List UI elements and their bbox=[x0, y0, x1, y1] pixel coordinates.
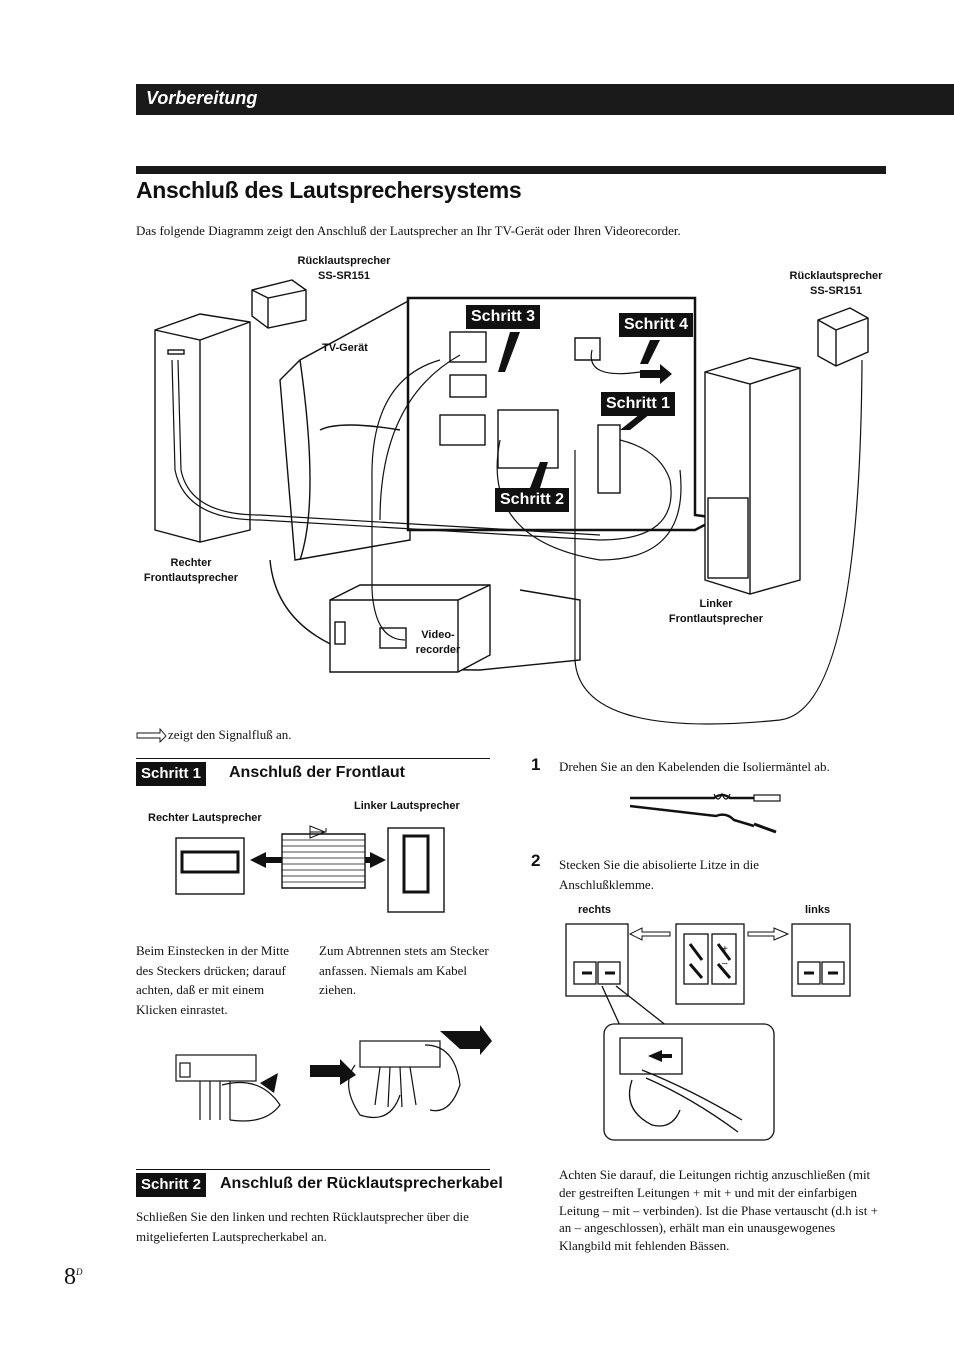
wire-strip-illustration bbox=[629, 792, 781, 834]
rear-speaker-right bbox=[817, 307, 869, 367]
rear-left-label-line1: Rücklautsprecher bbox=[297, 255, 391, 267]
rear-right-label-line1: Rücklautsprecher bbox=[789, 270, 883, 282]
plug-handling-illustration bbox=[175, 1025, 492, 1122]
signal-arrow bbox=[640, 364, 672, 384]
connection-diagram bbox=[136, 279, 869, 744]
vcr-label-line1: Video- bbox=[421, 629, 455, 641]
tag-step1: Schritt 1 bbox=[601, 392, 676, 416]
step1-text-left: Beim Einstecken in der Mitte des Stecker… bbox=[136, 943, 290, 1017]
instruction-text-2: Stecken Sie die abisolierte Litze in die… bbox=[559, 857, 759, 892]
rear-left-label: Rücklautsprecher SS-SR151 bbox=[280, 254, 408, 284]
pointer-step1 bbox=[620, 414, 650, 430]
page-number-suffix: D bbox=[76, 1267, 83, 1277]
pointer-step2 bbox=[530, 462, 548, 488]
tag-step2: Schritt 2 bbox=[495, 488, 570, 512]
vcr-label: Video- recorder bbox=[404, 628, 472, 658]
page-number: 8D bbox=[64, 1264, 83, 1291]
signal-flow-legend-icon bbox=[136, 727, 167, 744]
page-number-value: 8 bbox=[64, 1264, 76, 1290]
vcr-label-line2: recorder bbox=[415, 644, 461, 656]
tag-step3: Schritt 3 bbox=[466, 305, 541, 329]
front-left-label: Linker Frontlautsprecher bbox=[656, 597, 776, 627]
instruction-number-1: 1 bbox=[531, 755, 541, 774]
right-speaker-label: Rechter Lautsprecher bbox=[148, 812, 262, 824]
tag-step4: Schritt 4 bbox=[619, 313, 694, 337]
rear-right-label: Rücklautsprecher SS-SR151 bbox=[772, 269, 900, 299]
instruction-number-2: 2 bbox=[531, 851, 541, 870]
rear-left-label-line2: SS-SR151 bbox=[318, 270, 370, 282]
step1-tag: Schritt 1 bbox=[136, 762, 207, 786]
front-left-speaker bbox=[704, 357, 801, 595]
section-title: Vorbereitung bbox=[146, 88, 258, 108]
front-left-label-line2: Frontlautsprecher bbox=[668, 613, 764, 625]
pointer-step4 bbox=[640, 340, 660, 364]
page-title: Anschluß des Lautsprechersystems bbox=[136, 177, 522, 203]
polarity-note: Achten Sie darauf, die Leitungen richtig… bbox=[559, 1167, 878, 1254]
signal-note: zeigt den Signalfluß an. bbox=[168, 727, 292, 742]
step1-rule bbox=[136, 758, 490, 759]
step1-connector-diagram bbox=[175, 825, 445, 913]
label-rechts: rechts bbox=[578, 904, 612, 916]
title-rule bbox=[136, 166, 886, 174]
intro-text: Das folgende Diagramm zeigt den Anschluß… bbox=[136, 223, 681, 238]
step2-tag: Schritt 2 bbox=[136, 1173, 207, 1197]
front-right-label: Rechter Frontlautsprecher bbox=[132, 556, 250, 586]
vcr-box bbox=[329, 584, 491, 673]
front-left-label-line1: Linker bbox=[699, 598, 733, 610]
instruction-text-1: Drehen Sie an den Kabelenden die Isolier… bbox=[559, 759, 830, 774]
step1-text-right: Zum Abtrennen stets am Stecker anfassen.… bbox=[319, 943, 489, 997]
terminal-illustration bbox=[565, 923, 851, 1141]
rear-speaker-left bbox=[251, 279, 307, 329]
step1-title: Anschluß der Frontlaut bbox=[229, 764, 405, 781]
tv-label: TV-Gerät bbox=[322, 342, 368, 354]
terminal-plus: + bbox=[722, 944, 728, 955]
rear-right-label-line2: SS-SR151 bbox=[810, 285, 862, 297]
left-speaker-label: Linker Lautsprecher bbox=[354, 800, 460, 812]
front-right-label-line2: Frontlautsprecher bbox=[143, 572, 239, 584]
step2-text: Schließen Sie den linken und rechten Rüc… bbox=[136, 1209, 469, 1244]
section-header-band: Vorbereitung bbox=[136, 84, 954, 115]
step2-rule bbox=[136, 1169, 490, 1170]
terminal-minus: – bbox=[722, 958, 728, 969]
label-links: links bbox=[805, 904, 831, 916]
step2-title: Anschluß der Rücklautsprecherkabel bbox=[220, 1175, 503, 1192]
speaker-cables bbox=[171, 349, 863, 725]
pointer-step3 bbox=[498, 332, 520, 372]
front-right-label-line1: Rechter bbox=[170, 557, 212, 569]
